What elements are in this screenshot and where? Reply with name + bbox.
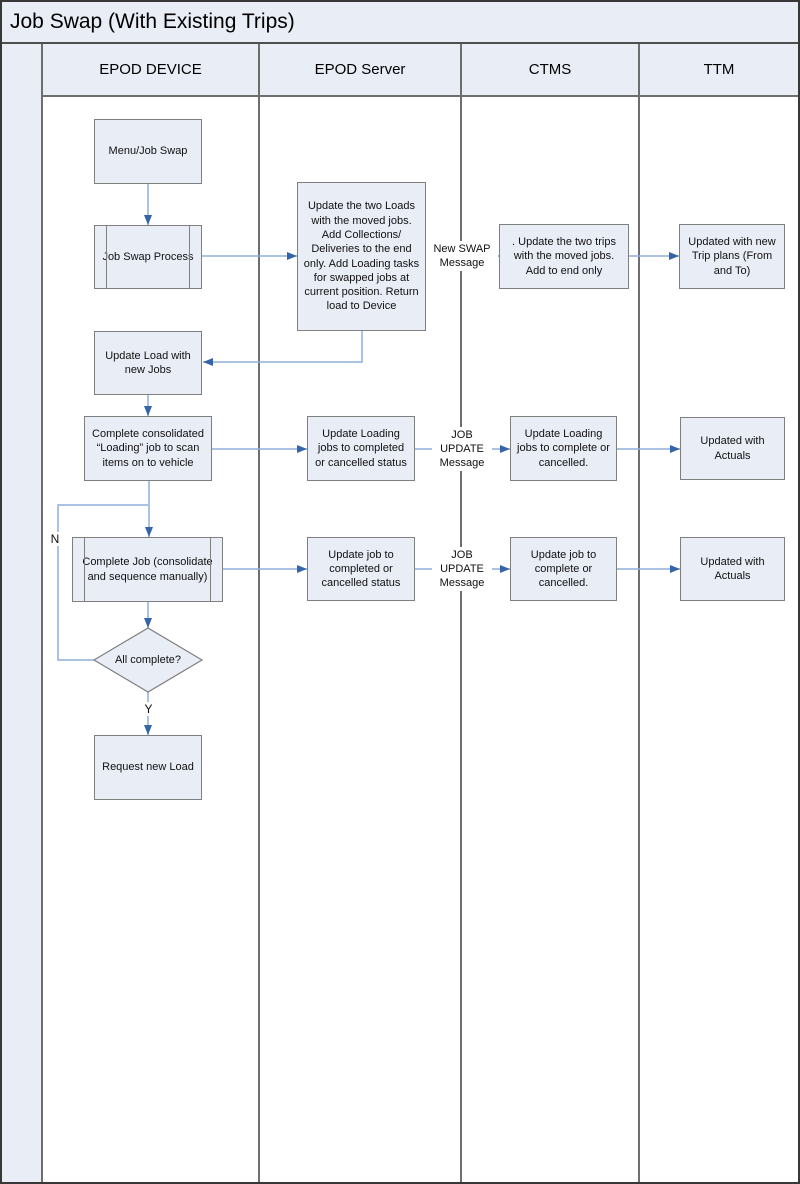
node-ctms-update-loading: Update Loading jobs to complete or cance… <box>510 416 617 481</box>
node-menu-job-swap-label: Menu/Job Swap <box>108 145 188 158</box>
subprocess-bar <box>210 538 211 601</box>
node-ctms-update-loading-label: Update Loading jobs to complete or cance… <box>517 428 610 469</box>
lane-header-epod-device: EPOD DEVICE <box>99 61 202 78</box>
edge-label-new-swap-message: New SWAP Message <box>426 241 498 271</box>
lane-header-ttm: TTM <box>703 61 735 78</box>
branch-label-no: N <box>48 532 62 546</box>
node-update-load-new-jobs: Update Load with new Jobs <box>94 331 202 395</box>
node-menu-job-swap: Menu/Job Swap <box>94 119 202 184</box>
node-ctms-update-trips-label: . Update the two trips with the moved jo… <box>512 236 616 277</box>
node-ctms-update-job: Update job to complete or cancelled. <box>510 537 617 601</box>
lane-divider-2 <box>460 44 462 1182</box>
swimlane-gutter <box>2 44 43 1182</box>
node-server-update-job-label: Update job to completed or cancelled sta… <box>321 548 401 590</box>
node-ttm-actuals-2-label: Updated with Actuals <box>700 555 765 582</box>
node-complete-loading-label: Complete consolidated “Loading” job to s… <box>92 428 204 469</box>
node-ttm-actuals-1: Updated with Actuals <box>680 417 785 480</box>
subprocess-bar <box>189 226 190 288</box>
node-complete-job-label: Complete Job (consolidate and sequence m… <box>82 556 213 583</box>
node-ttm-trip-plans-label: Updated with new Trip plans (From and To… <box>688 236 776 277</box>
node-server-update-loads-label: Update the two Loads with the moved jobs… <box>303 200 420 313</box>
edge-label-job-update-message-1: JOB UPDATE Message <box>432 427 492 471</box>
node-ttm-trip-plans: Updated with new Trip plans (From and To… <box>679 224 785 289</box>
node-ttm-actuals-1-label: Updated with Actuals <box>700 435 765 462</box>
lane-divider-3 <box>638 44 640 1182</box>
subprocess-bar <box>84 538 85 601</box>
lane-header-ctms: CTMS <box>528 61 572 78</box>
lane-divider-1 <box>258 44 260 1182</box>
node-complete-job: Complete Job (consolidate and sequence m… <box>72 537 223 602</box>
node-all-complete: All complete? <box>114 654 182 666</box>
node-server-update-loads: Update the two Loads with the moved jobs… <box>297 182 426 331</box>
edge-server-to-update-load <box>203 331 363 366</box>
subprocess-bar <box>106 226 107 288</box>
node-update-load-new-jobs-label: Update Load with new Jobs <box>105 349 191 376</box>
node-ttm-actuals-2: Updated with Actuals <box>680 537 785 601</box>
edge-label-job-update-message-2: JOB UPDATE Message <box>432 547 492 591</box>
lane-header-strip <box>43 44 798 97</box>
node-request-new-load-label: Request new Load <box>102 761 194 774</box>
node-ctms-update-job-label: Update job to complete or cancelled. <box>530 548 597 590</box>
node-server-update-loading-label: Update Loading jobs to completed or canc… <box>315 428 407 469</box>
node-job-swap-process: Job Swap Process <box>94 225 202 289</box>
node-complete-loading: Complete consolidated “Loading” job to s… <box>84 416 212 481</box>
node-ctms-update-trips: . Update the two trips with the moved jo… <box>499 224 629 289</box>
node-request-new-load: Request new Load <box>94 735 202 800</box>
node-server-update-loading: Update Loading jobs to completed or canc… <box>307 416 415 481</box>
diagram-title: Job Swap (With Existing Trips) <box>10 10 295 33</box>
node-server-update-job: Update job to completed or cancelled sta… <box>307 537 415 601</box>
diagram-title-bar: Job Swap (With Existing Trips) <box>2 2 798 44</box>
branch-label-yes: Y <box>142 702 155 716</box>
node-job-swap-process-label: Job Swap Process <box>102 250 194 263</box>
lane-header-epod-server: EPOD Server <box>314 61 406 78</box>
